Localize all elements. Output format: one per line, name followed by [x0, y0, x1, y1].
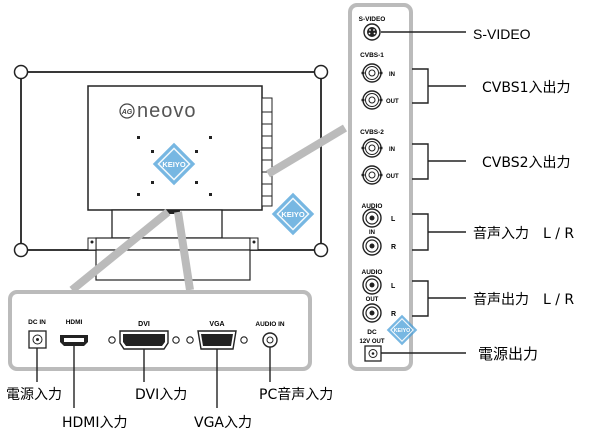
cvbs2-ports: CVBS-2 IN OUT — [360, 129, 399, 185]
dc-in-port: DC IN — [28, 319, 47, 349]
cvbs1-out-label: OUT — [386, 99, 399, 105]
callout-vga: VGA入力 — [194, 415, 252, 431]
dc-out-port-sub: 12V OUT — [359, 339, 384, 345]
audio-out-sub-label: OUT — [366, 297, 379, 303]
svg-text:KEIYO: KEIYO — [281, 210, 305, 219]
callout-dc-out: 電源出力 — [478, 345, 538, 363]
cvbs2-out-label: OUT — [386, 174, 399, 180]
callout-cvbs2: CVBS2入出力 — [482, 155, 571, 171]
watermark-keiyo-2: KEIYO — [271, 192, 315, 236]
audio-in-port-label-bottom: AUDIO IN — [255, 321, 285, 328]
dvi-port-label: DVI — [138, 321, 150, 328]
callout-audio-out: 音声出力 L / R — [473, 291, 574, 308]
svideo-port-label: S-VIDEO — [359, 16, 386, 23]
audio-out-l-rca-icon — [362, 275, 382, 295]
corner-mount-top-right — [313, 64, 329, 80]
monitor-rear-view: AG neovo KEIYO KEIYO — [13, 64, 329, 281]
audio-in-jack-icon — [262, 332, 278, 348]
connector-strip-ports — [262, 111, 272, 197]
cvbs1-in-label: IN — [389, 72, 395, 78]
cvbs2-in-label: IN — [389, 147, 395, 153]
cvbs2-in-bnc-icon — [360, 138, 384, 158]
watermark-keiyo-3: KEIYO — [386, 314, 418, 346]
audio-in-ports: AUDIO L IN R — [362, 203, 396, 256]
brand-logo: neovo — [137, 100, 197, 122]
svideo-port: S-VIDEO — [359, 16, 386, 41]
monitor-connector-strip — [261, 97, 273, 207]
callout-cvbs1: CVBS1入出力 — [482, 80, 571, 96]
corner-mount-top-left — [13, 64, 29, 80]
svg-text:KEIYO: KEIYO — [394, 328, 411, 334]
cvbs1-port-label: CVBS-1 — [360, 52, 384, 59]
audio-out-r-rca-icon — [362, 303, 382, 323]
cvbs2-out-bnc-icon — [360, 165, 384, 185]
dc-in-port-label: DC IN — [28, 319, 46, 326]
dvi-port: DVI — [108, 321, 180, 350]
audio-out-l-label: L — [391, 283, 396, 290]
cvbs1-out-bnc-icon — [360, 90, 384, 110]
svideo-connector-icon — [363, 23, 381, 41]
brand-badge-text: AG — [121, 109, 133, 116]
cvbs2-port-label: CVBS-2 — [360, 129, 384, 136]
audio-in-r-label: R — [391, 244, 396, 251]
vga-port: VGA — [186, 321, 248, 350]
side-callout-lines — [381, 31, 466, 354]
audio-out-port-label: AUDIO — [362, 269, 383, 276]
audio-in-l-label: L — [391, 216, 396, 223]
callout-hdmi: HDMI入力 — [62, 415, 128, 431]
callout-dc-in: 電源入力 — [6, 387, 62, 403]
audio-in-l-rca-icon — [362, 208, 382, 228]
dc-out-port-label: DC — [367, 329, 377, 336]
dc-out-jack-icon — [364, 345, 382, 362]
audio-in-r-rca-icon — [362, 236, 382, 256]
dc-in-jack-icon — [28, 330, 47, 349]
callout-audio-in: 音声入力 L / R — [473, 225, 574, 242]
corner-mount-bottom-left — [13, 242, 29, 258]
stand-screws — [90, 240, 256, 244]
bottom-callout-lines — [36, 346, 271, 408]
audio-in-port-label: AUDIO — [362, 203, 383, 210]
stand-lower-bar — [95, 249, 251, 281]
dc-out-port: DC 12V OUT KEIYO — [359, 314, 418, 362]
hdmi-port-label: HDMI — [66, 319, 83, 326]
watermark-keiyo-1: KEIYO — [152, 142, 196, 186]
audio-in-sub-label: IN — [369, 230, 375, 236]
audio-out-ports: AUDIO L OUT R — [362, 269, 396, 323]
hdmi-port: HDMI — [60, 319, 88, 346]
cvbs1-ports: CVBS-1 IN OUT — [360, 52, 399, 110]
vga-connector-icon — [186, 330, 248, 350]
stand-brackets — [87, 237, 259, 251]
audio-out-r-label: R — [391, 311, 396, 318]
brand-badge-icon: AG — [119, 103, 135, 119]
vesa-mount-holes — [137, 136, 212, 196]
callout-pc-audio: PC音声入力 — [259, 386, 333, 403]
vga-port-label: VGA — [209, 321, 224, 328]
corner-mount-bottom-right — [313, 242, 329, 258]
bottom-connector-notch — [164, 210, 180, 214]
svg-text:KEIYO: KEIYO — [162, 160, 186, 169]
callout-dvi: DVI入力 — [135, 387, 187, 403]
dvi-connector-icon — [108, 330, 180, 350]
callout-svideo: S-VIDEO — [473, 26, 531, 42]
cvbs1-in-bnc-icon — [360, 63, 384, 83]
zoom-lines — [69, 124, 348, 294]
